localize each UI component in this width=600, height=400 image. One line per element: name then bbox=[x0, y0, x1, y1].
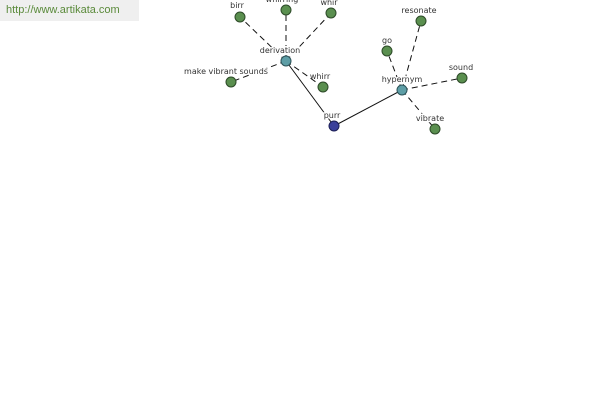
node-sound[interactable] bbox=[456, 72, 468, 84]
node-purr[interactable] bbox=[328, 120, 340, 132]
graph-labels: birr whirring whir make vibrant sounds w… bbox=[183, 0, 473, 124]
node-go[interactable] bbox=[381, 45, 393, 57]
node-whirr[interactable] bbox=[317, 81, 329, 93]
label-derivation: derivation bbox=[260, 46, 300, 55]
label-birr: birr bbox=[230, 1, 244, 10]
edge-derivation-whir bbox=[285, 12, 332, 62]
node-resonate[interactable] bbox=[415, 15, 427, 27]
label-make-vibrant-sounds: make vibrant sounds bbox=[184, 67, 268, 76]
edge-purr-hypernym bbox=[333, 89, 403, 127]
label-resonate: resonate bbox=[401, 6, 436, 15]
label-purr: purr bbox=[324, 111, 341, 120]
label-sound: sound bbox=[449, 63, 473, 72]
label-whirring: whirring bbox=[266, 0, 299, 4]
node-birr[interactable] bbox=[234, 11, 246, 23]
label-whir: whir bbox=[320, 0, 338, 7]
node-make-vibrant-sounds[interactable] bbox=[225, 76, 237, 88]
node-whir[interactable] bbox=[325, 7, 337, 19]
node-vibrate[interactable] bbox=[429, 123, 441, 135]
label-go: go bbox=[382, 36, 392, 45]
edge-hypernym-sound bbox=[401, 77, 463, 91]
graph-edges bbox=[230, 10, 463, 130]
edge-purr-derivation bbox=[285, 60, 335, 127]
edge-derivation-whirr bbox=[285, 60, 324, 88]
source-url-banner[interactable]: http://www.artikata.com bbox=[0, 0, 139, 21]
edge-derivation-birr bbox=[239, 16, 287, 62]
node-hypernym[interactable] bbox=[396, 84, 408, 96]
label-hypernym: hypernym bbox=[382, 75, 423, 84]
edge-hypernym-resonate bbox=[401, 20, 422, 91]
graph-nodes bbox=[225, 4, 468, 135]
node-whirring[interactable] bbox=[280, 4, 292, 16]
edge-hypernym-vibrate bbox=[401, 89, 436, 130]
label-whirr: whirr bbox=[310, 72, 331, 81]
label-vibrate: vibrate bbox=[416, 114, 444, 123]
node-derivation[interactable] bbox=[280, 55, 292, 67]
edge-hypernym-go bbox=[386, 50, 403, 91]
